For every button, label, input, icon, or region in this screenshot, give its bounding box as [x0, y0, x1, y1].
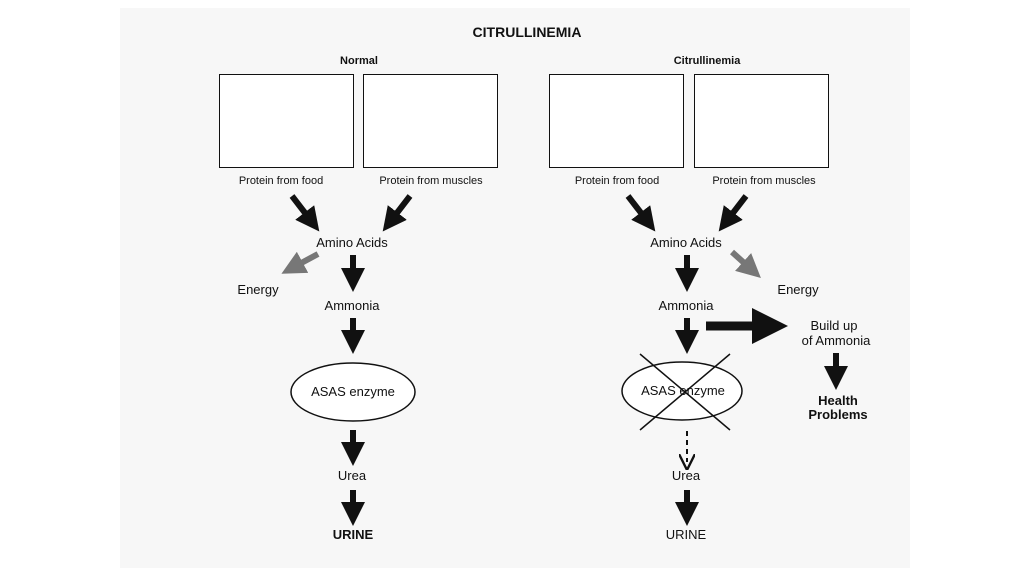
page-title: CITRULLINEMIA [472, 24, 582, 40]
urine-label: URINE [332, 527, 374, 542]
normal-heading: Normal [340, 55, 378, 67]
buildup-label-line1: Build up [810, 318, 858, 333]
arrow-muscle-to-amino [382, 194, 413, 232]
food-label: Protein from food [238, 175, 324, 187]
muscle-box [694, 74, 829, 168]
arrow-amino-to-energy [729, 249, 761, 279]
buildup-label-line2: of Ammonia [801, 333, 871, 348]
ammonia-label: Ammonia [658, 298, 714, 313]
food-box [549, 74, 684, 168]
arrow-food-to-amino [625, 194, 656, 232]
arrow-food-to-amino [289, 194, 320, 232]
food-label: Protein from food [574, 175, 660, 187]
arrow-amino-to-energy [281, 251, 320, 274]
muscle-label: Protein from muscles [379, 175, 483, 187]
arrow-muscle-to-amino [718, 194, 749, 232]
health-label-line1: Health [818, 393, 858, 408]
amino-acids-label: Amino Acids [650, 235, 722, 250]
energy-label: Energy [777, 282, 819, 297]
energy-label: Energy [237, 282, 279, 297]
enzyme-ellipse [290, 362, 416, 422]
urine-label: URINE [665, 527, 707, 542]
amino-acids-label: Amino Acids [316, 235, 388, 250]
enzyme-label: ASAS enzyme [311, 384, 395, 399]
enzyme-cross-line [639, 353, 731, 431]
enzyme-label: ASAS enzyme [641, 383, 725, 398]
muscle-box [363, 74, 498, 168]
ammonia-label: Ammonia [324, 298, 380, 313]
urea-label: Urea [671, 468, 701, 483]
health-label-line2: Problems [808, 407, 868, 422]
urea-label: Urea [337, 468, 367, 483]
food-box [219, 74, 354, 168]
muscle-label: Protein from muscles [712, 175, 816, 187]
disease-heading: Citrullinemia [673, 55, 741, 67]
enzyme-ellipse [621, 361, 743, 421]
